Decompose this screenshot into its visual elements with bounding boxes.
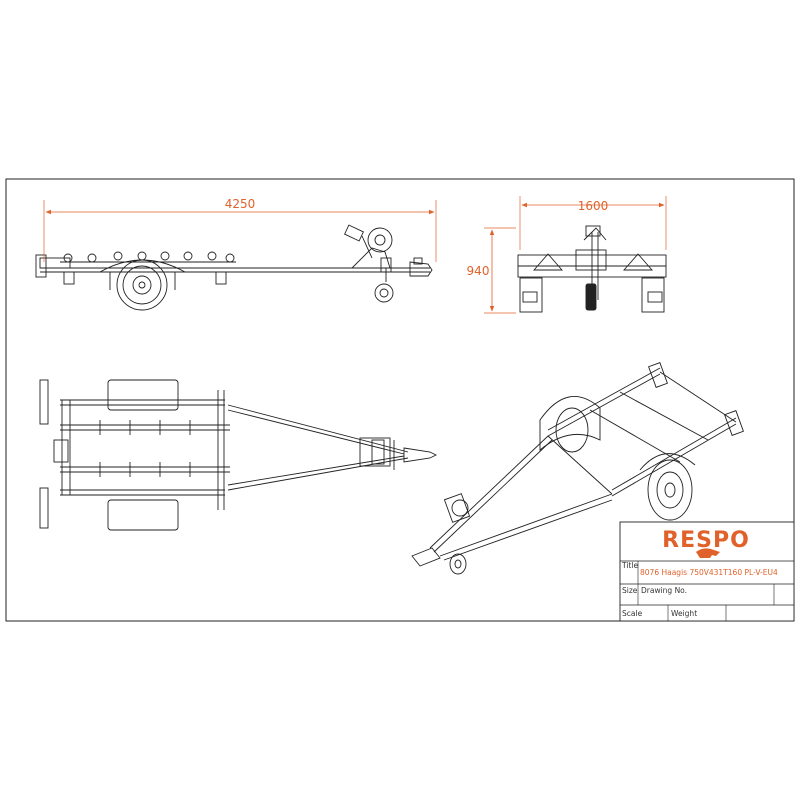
rear-view bbox=[517, 225, 667, 313]
side-view bbox=[35, 224, 433, 311]
jockey-wheel-side bbox=[374, 283, 394, 303]
width-dimension-label: 1600 bbox=[578, 199, 609, 213]
title-value: 8076 Haagis 750V431T160 PL-V-EU4 bbox=[640, 568, 778, 577]
size-label: Size bbox=[622, 586, 638, 595]
length-dimension-label: 4250 bbox=[225, 197, 256, 211]
side-wheel bbox=[116, 259, 168, 311]
scale-label: Scale bbox=[622, 609, 643, 618]
boar-icon bbox=[696, 548, 720, 558]
iso-wheel bbox=[647, 459, 693, 521]
drawing-frame bbox=[5, 178, 795, 622]
length-dimension: 4250 bbox=[43, 197, 437, 262]
top-view bbox=[39, 379, 438, 531]
winch-drum bbox=[367, 227, 393, 253]
title-label: Title bbox=[621, 561, 638, 570]
iso-jockey-wheel bbox=[449, 553, 467, 575]
title-block: RESPO Title 8076 Haagis 750V431T160 PL-V… bbox=[619, 521, 795, 622]
drawing-no-label: Drawing No. bbox=[641, 586, 687, 595]
isometric-view bbox=[411, 362, 744, 575]
top-rollers bbox=[99, 420, 191, 477]
width-dimension: 1600 bbox=[519, 196, 667, 250]
height-dimension: 940 bbox=[467, 227, 516, 314]
weight-label: Weight bbox=[671, 609, 697, 618]
height-dimension-label: 940 bbox=[467, 264, 490, 278]
side-rollers bbox=[60, 251, 236, 263]
